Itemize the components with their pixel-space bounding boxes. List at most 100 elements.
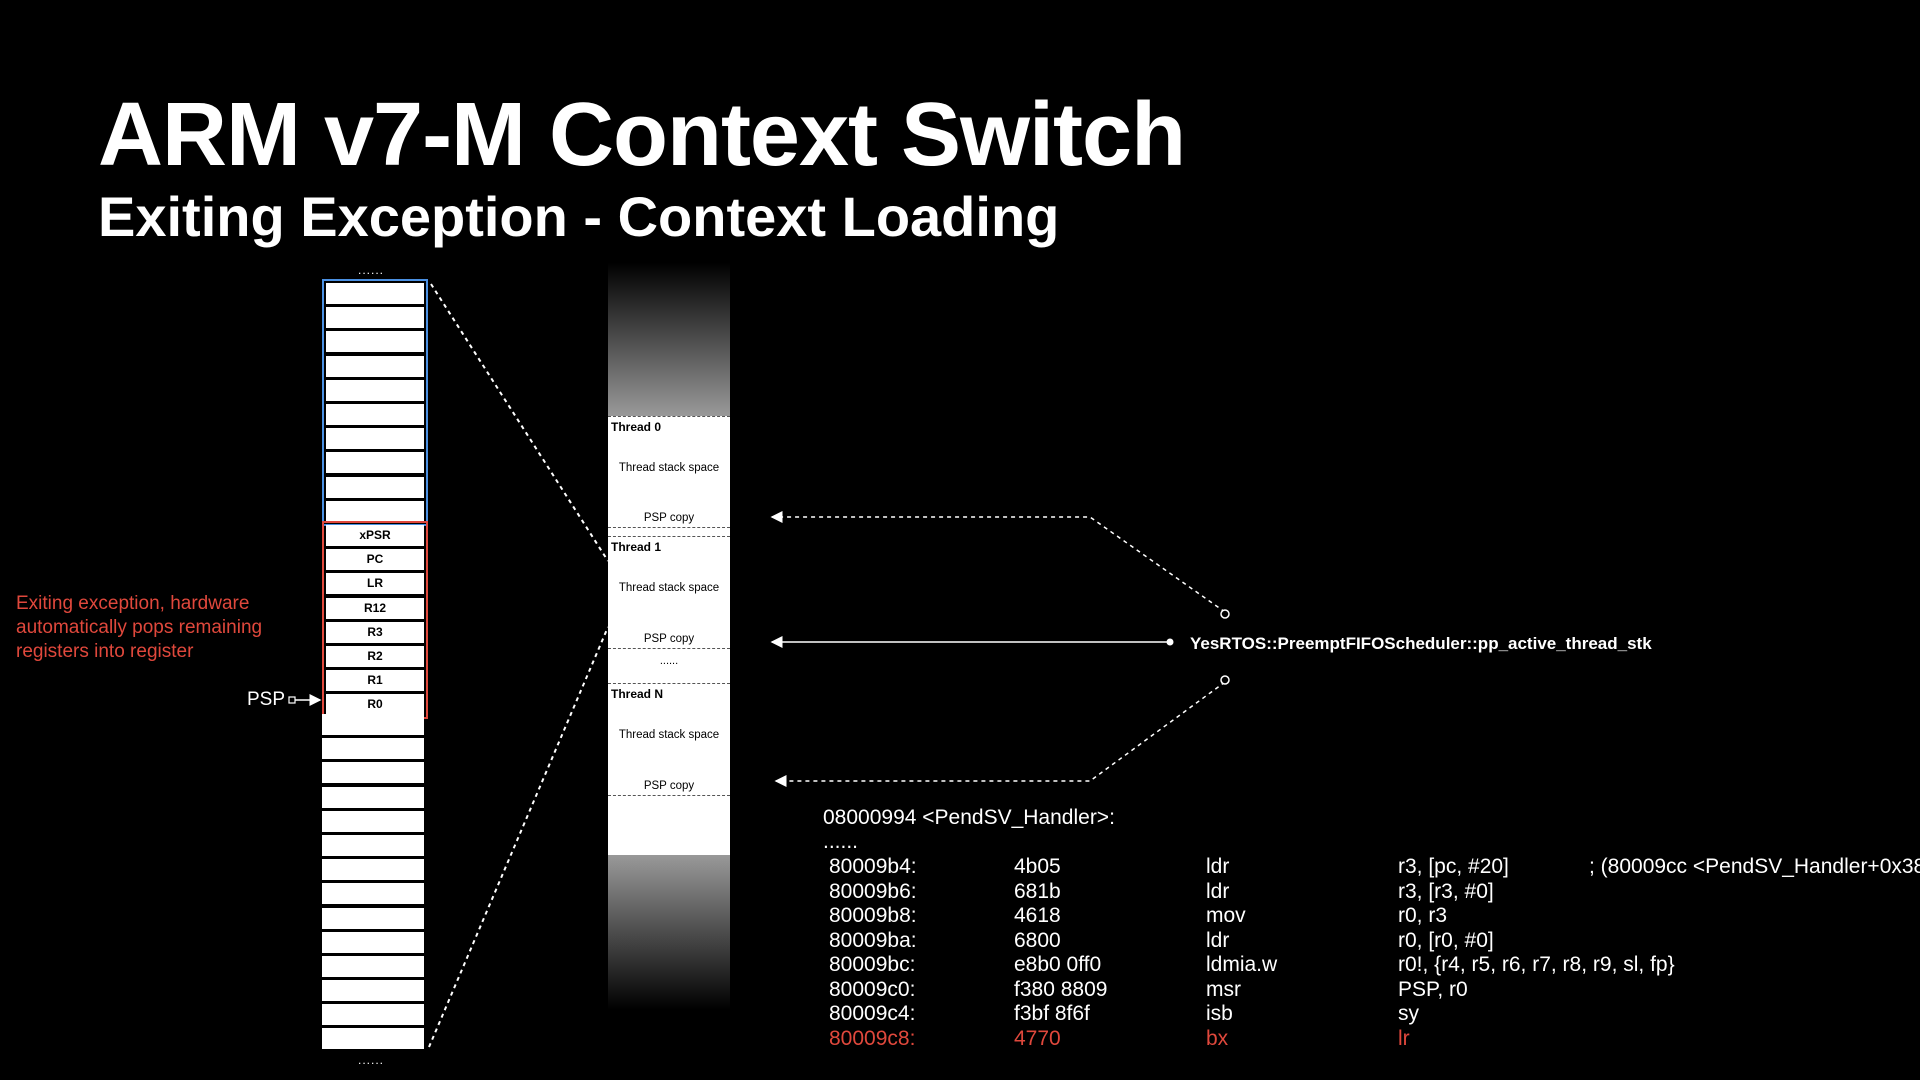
zoom-line-top <box>430 283 609 562</box>
thread-stack-space: Thread stack space <box>618 462 720 474</box>
scheduler-pointer-label: YesRTOS::PreemptFIFOScheduler::pp_active… <box>1190 634 1652 653</box>
code-args: r0, r3 <box>1398 904 1448 927</box>
arrow-threadN <box>774 681 1226 787</box>
code-hex: 6800 <box>1014 928 1061 952</box>
code-addr: 80009b4: <box>829 855 917 878</box>
stack-register-pc: PC <box>326 549 424 571</box>
code-hex: 4770 <box>1014 1026 1061 1050</box>
code-hex: 4618 <box>1014 904 1061 927</box>
exception-annotation: Exiting exception, hardware automaticall… <box>16 592 262 664</box>
stack-free-region <box>322 714 424 1050</box>
stack-cell <box>322 907 424 929</box>
code-hex: 4b05 <box>1014 855 1061 878</box>
code-addr: 80009c0: <box>829 977 916 1001</box>
code-op: mov <box>1206 904 1246 927</box>
stack-cell <box>326 331 424 353</box>
stack-cell <box>322 762 424 784</box>
code-hex: e8b0 0ff0 <box>1014 953 1102 976</box>
stack-cell <box>322 955 424 977</box>
stack-cell <box>326 428 424 450</box>
thread-psp-copy: PSP copy <box>643 780 695 792</box>
thread-psp-copy: PSP copy <box>643 512 695 524</box>
annotation-line: Exiting exception, hardware <box>16 593 250 614</box>
stack-cell <box>322 980 424 1002</box>
thread-stack-space: Thread stack space <box>618 582 720 594</box>
stack-cell <box>326 307 424 329</box>
zoom-line-bottom <box>428 626 609 1048</box>
code-addr: 80009c8: <box>829 1026 916 1050</box>
stack-top-ellipsis: ...... <box>358 263 385 277</box>
code-hex: f380 8809 <box>1014 977 1108 1001</box>
code-op: isb <box>1206 1002 1233 1025</box>
stack-cell <box>322 1004 424 1026</box>
arrow-thread1-origin <box>1166 638 1174 646</box>
stack-cell <box>326 379 424 401</box>
slide-title: ARM v7-M Context Switch <box>98 85 1186 185</box>
stack-cell <box>326 403 424 425</box>
code-hex: 681b <box>1014 879 1061 903</box>
arrow-thread0 <box>770 511 1226 613</box>
stack-cell <box>326 500 424 522</box>
code-comment: ; (80009cc <PendSV_Handler+0x38>) <box>1589 855 1920 878</box>
arrow-threadN-origin <box>1220 675 1230 685</box>
stack-cell <box>322 1028 424 1050</box>
stack-cell <box>322 859 424 881</box>
stack-saved-region <box>322 279 428 526</box>
slide-subtitle: Exiting Exception - Context Loading <box>98 185 1060 248</box>
code-args: r0, [r0, #0] <box>1398 928 1494 952</box>
annotation-line: registers into register <box>16 641 194 662</box>
code-op: bx <box>1206 1026 1229 1050</box>
stack-cell <box>326 283 424 304</box>
code-op: ldmia.w <box>1206 953 1278 976</box>
annotation-line: automatically pops remaining <box>16 617 263 638</box>
code-args: lr <box>1398 1026 1410 1050</box>
thread-psp-copy: PSP copy <box>643 633 695 645</box>
code-addr: 80009ba: <box>829 928 917 952</box>
stack-cell <box>322 810 424 832</box>
stack-bottom-ellipsis: ...... <box>358 1053 385 1067</box>
code-addr: 80009c4: <box>829 1002 916 1025</box>
thread-name: Thread 1 <box>611 540 662 554</box>
code-args: PSP, r0 <box>1398 977 1468 1001</box>
stack-register-r3: R3 <box>326 621 424 643</box>
code-op: ldr <box>1206 879 1230 903</box>
code-header: 08000994 <PendSV_Handler>: <box>823 806 1115 829</box>
stack-cell <box>322 714 424 735</box>
stack-cell <box>322 883 424 905</box>
stack-cell <box>322 834 424 856</box>
stack-register-lr: LR <box>326 573 424 595</box>
code-args: sy <box>1398 1002 1419 1025</box>
stack-register-r0: R0 <box>326 694 424 716</box>
stack-cell <box>322 931 424 953</box>
psp-label: PSP <box>247 689 286 710</box>
psp-arrow-origin <box>288 696 296 704</box>
code-op: ldr <box>1206 855 1230 878</box>
stack-register-r1: R1 <box>326 670 424 692</box>
code-addr: 80009bc: <box>829 953 916 976</box>
stack-cell <box>326 476 424 498</box>
code-op: msr <box>1206 977 1241 1001</box>
memory-ellipsis: ...... <box>659 655 679 667</box>
code-args: r3, [r3, #0] <box>1398 879 1494 903</box>
code-hex: f3bf 8f6f <box>1014 1002 1090 1025</box>
stack-cell <box>322 738 424 760</box>
arrow-thread0-origin <box>1220 609 1230 619</box>
thread-name: Thread N <box>611 687 664 701</box>
code-op: ldr <box>1206 928 1230 952</box>
thread-stack-space: Thread stack space <box>618 729 720 741</box>
memory-column <box>608 263 730 1010</box>
stack-cell <box>322 786 424 808</box>
stack-cell <box>326 452 424 474</box>
stack-cell <box>326 355 424 377</box>
stack-register-r2: R2 <box>326 645 424 667</box>
stack-register-xpsr: xPSR <box>326 525 424 546</box>
code-addr: 80009b8: <box>829 904 917 927</box>
code-ellipsis: ...... <box>823 830 859 853</box>
stack-register-r12: R12 <box>326 597 424 619</box>
thread-name: Thread 0 <box>611 420 662 434</box>
code-args: r0!, {r4, r5, r6, r7, r8, r9, sl, fp} <box>1398 953 1675 976</box>
code-addr: 80009b6: <box>829 879 917 903</box>
